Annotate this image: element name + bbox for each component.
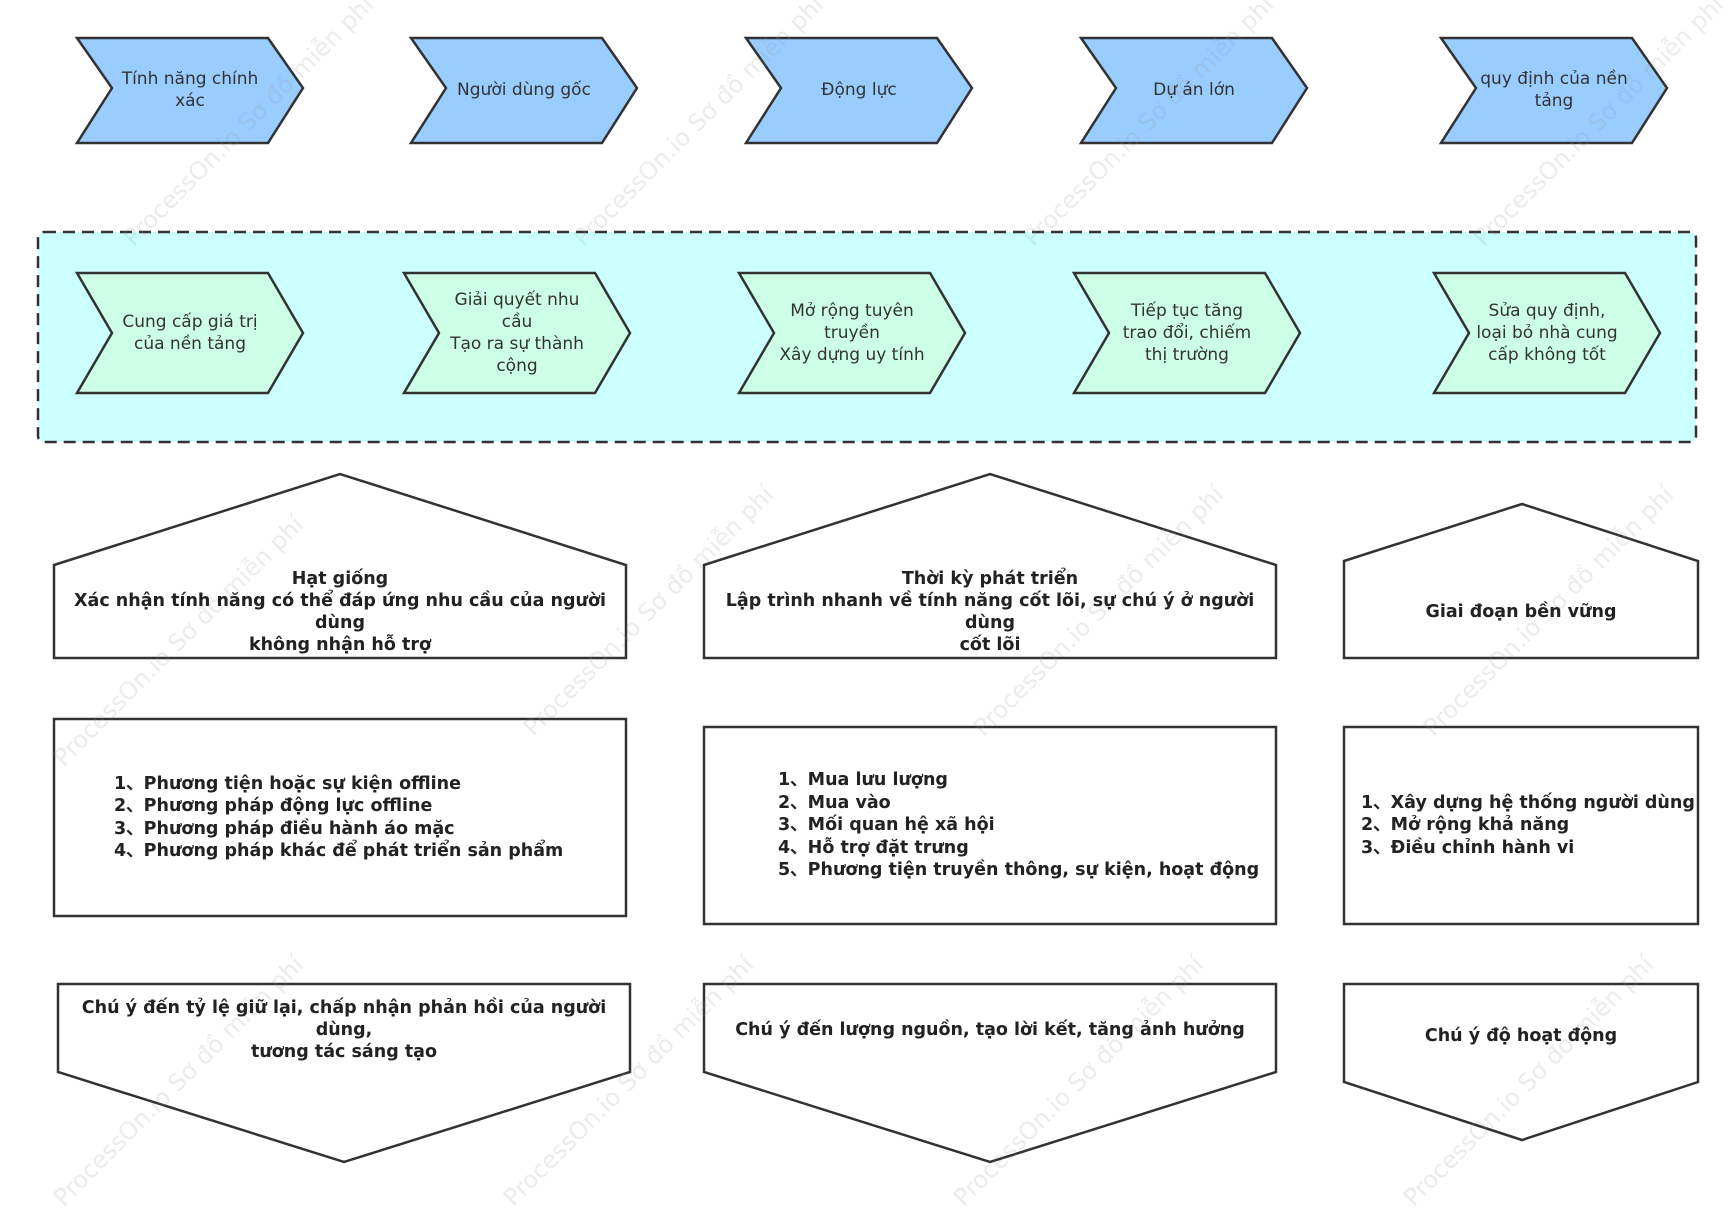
top-chevron-shape-3 (743, 36, 974, 145)
stage-list-box-2 (702, 725, 1278, 926)
mid-chevron-label-1: Cung cấp giá trị của nền tảng (122, 312, 258, 354)
top-chevron-label-2: Người dùng gốc (457, 80, 591, 100)
stage-footer-shape-1 (56, 982, 632, 1164)
mid-chevron-shape-4 (1071, 271, 1302, 395)
mid-chevron-shape-5 (1431, 271, 1662, 395)
stage-footer-1: Chú ý đến tỷ lệ giữ lại, chấp nhận phản … (81, 998, 607, 1062)
top-chevron-label-1: Tính năng chính xác (121, 69, 259, 111)
mid-chevron-shape-2 (401, 271, 632, 395)
mid-chevron-shape-3 (736, 271, 967, 395)
top-chevron-shape-1 (74, 36, 305, 145)
mid-chevron-label-2: Giải quyết nhu cầu Tạo ra sự thành cộng (450, 290, 584, 376)
stage-list-box-3 (1342, 725, 1700, 926)
mid-chevron-shape-1 (74, 271, 305, 395)
stage-header-shape-1 (52, 472, 628, 660)
mid-chevron-label-4: Tiếp tục tăng trao đổi, chiếm thị trường (1122, 301, 1252, 365)
top-chevron-label-5: quy định của nền tảng (1480, 69, 1628, 111)
stage-list-1: 1、Phương tiện hoặc sự kiện offline 2、Phư… (114, 773, 564, 862)
stage-list-3: 1、Xây dựng hệ thống người dùng 2、Mở rộng… (1361, 792, 1695, 858)
top-chevron-shape-4 (1078, 36, 1309, 145)
mid-chevron-label-5: Sửa quy định, loại bỏ nhà cung cấp không… (1476, 301, 1618, 365)
stage-footer-shape-3 (1342, 982, 1700, 1142)
mid-chevron-label-3: Mở rộng tuyên truyền Xây dựng uy tính (779, 301, 925, 365)
stage-footer-3: Chú ý độ hoạt động (1424, 1026, 1618, 1046)
stage-list-box-1 (52, 717, 628, 918)
top-chevron-label-4: Dự án lớn (1153, 80, 1235, 100)
stage-header-shape-2 (702, 472, 1278, 660)
stage-footer-2: Chú ý đến lượng nguồn, tạo lời kết, tăng… (735, 1020, 1245, 1040)
top-chevron-shape-2 (408, 36, 639, 145)
top-chevron-shape-5 (1438, 36, 1669, 145)
stage-header-shape-3 (1342, 502, 1700, 660)
stage-header-3: Giai đoạn bền vững (1425, 602, 1617, 622)
stage-header-2: Thời kỳ phát triển Lập trình nhanh về tí… (725, 569, 1255, 655)
stage-header-1: Hạt giống Xác nhận tính năng có thể đáp … (74, 569, 606, 655)
top-chevron-label-3: Động lực (821, 80, 897, 100)
stage-list-2: 1、Mua lưu lượng 2、Mua vào 3、Mối quan hệ … (778, 770, 1260, 881)
stage-footer-shape-2 (702, 982, 1278, 1164)
